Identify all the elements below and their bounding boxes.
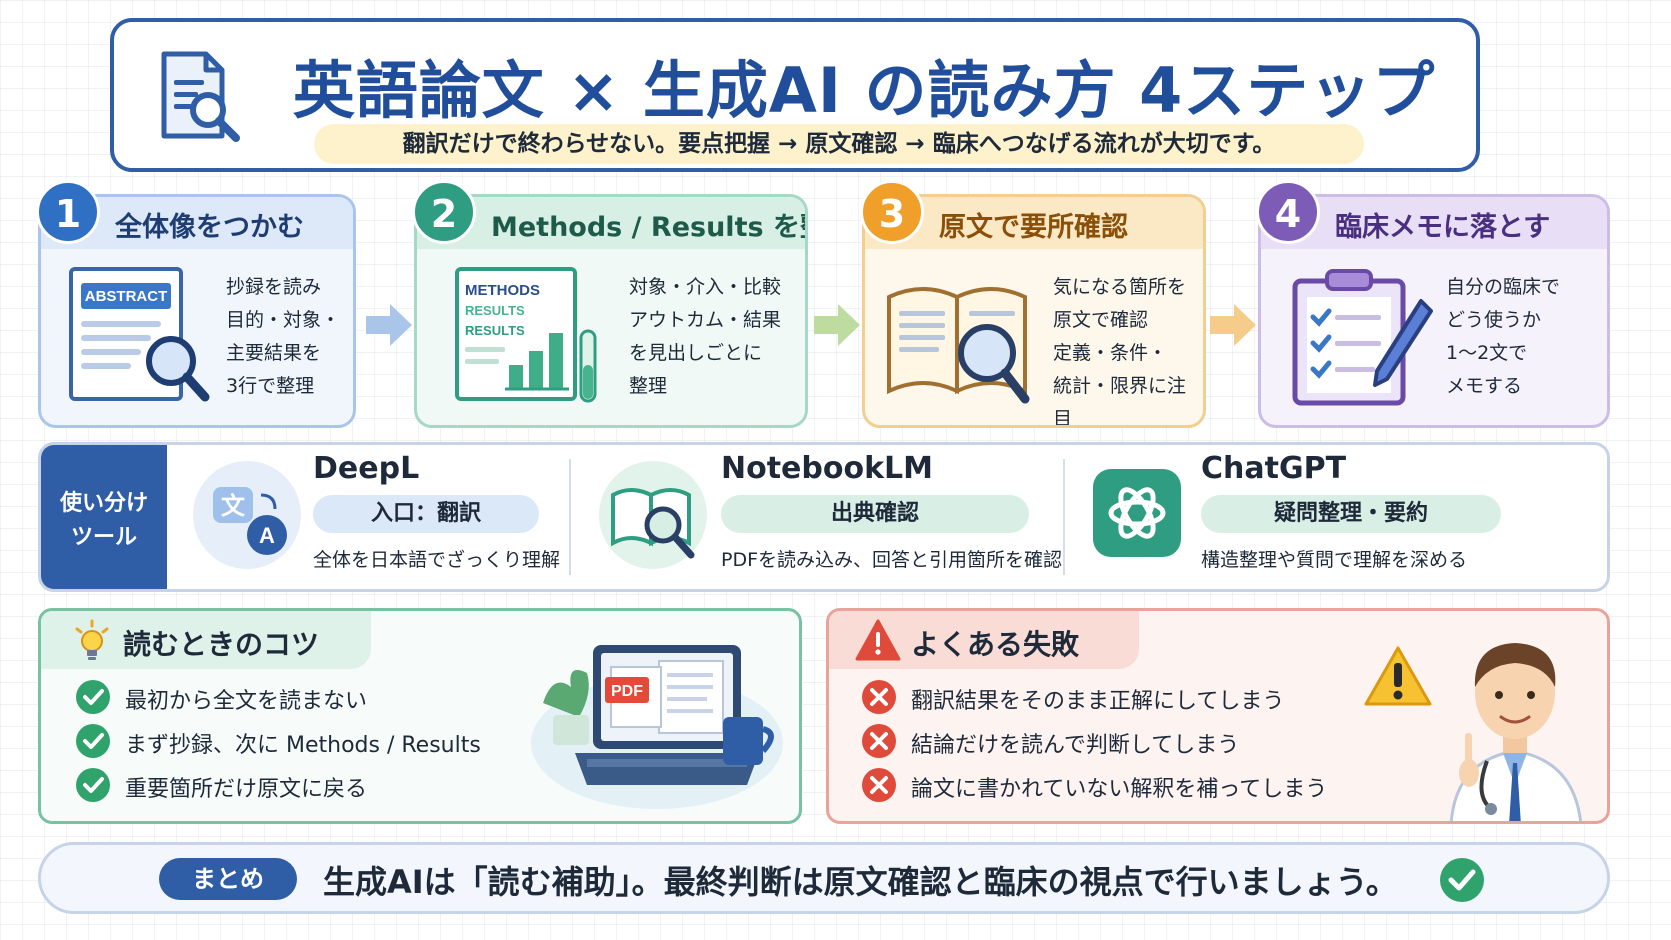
clipboard-pen-icon [1292,269,1433,406]
arrow-right-icon [1210,304,1256,346]
x-circle-icon [862,768,896,802]
mistakes-title: よくある失敗 [911,628,1080,661]
tool-role-chatgpt: 疑問整理・要約 [1201,495,1501,533]
step-card-3: 原文で要所確認 気になる箇所を 原文で確認 定義・条件・ 統計・限界に注目 [862,194,1206,428]
methods-results-chart-icon: METHODS RESULTS RESULTS [455,267,597,403]
step-number-2: 2 [412,180,476,244]
x-circle-icon [862,680,896,714]
page-title: 英語論文 × 生成AI の読み方 4ステップ [292,54,1436,127]
step-number-1: 1 [36,180,100,244]
step-title: 原文で要所確認 [939,212,1128,243]
tool-name-chatgpt: ChatGPT [1201,451,1347,486]
check-circle-icon [1440,858,1484,902]
translate-icon: 文 A [193,461,301,569]
tips-title: 読むときのコツ [123,628,320,661]
lightbulb-icon [75,619,109,660]
step-card-1: 全体像をつかむ ABSTRACT 抄録を読み 目的・対象・ 主要結果を 3行で整… [38,194,356,428]
caution-sign-icon [1364,646,1432,706]
step-description: 対象・介入・比較 アウトカム・結果 を見出しごとに 整理 [629,276,782,397]
tool-desc-notebooklm: PDFを読み込み、回答と引用箇所を確認 [721,549,1063,571]
open-book-magnifier-icon [887,287,1030,404]
methods-label: METHODS [465,282,540,299]
step-number-4: 4 [1256,180,1320,244]
step-description: 気になる箇所を 原文で確認 定義・条件・ 統計・限界に注目 [1053,276,1187,428]
tool-role-notebooklm: 出典確認 [721,495,1029,533]
summary-bar: まとめ 生成AIは「読む補助」。最終判断は原文確認と臨床の視点で行いましょう。 [38,842,1610,914]
document-search-icon [161,51,240,142]
step-card-4: 臨床メモに落とす 自分の臨床で どう使うか 1〜2文で メモする [1258,194,1610,428]
step-title: 全体像をつかむ [115,212,304,243]
results-label-1: RESULTS [465,303,525,318]
step-title: 臨床メモに落とす [1335,212,1551,243]
step-description: 自分の臨床で どう使うか 1〜2文で メモする [1446,276,1561,397]
arrow-right-icon [814,304,860,346]
title-banner: 英語論文 × 生成AI の読み方 4ステップ 翻訳だけで終わらせない。要点把握 … [110,18,1480,172]
tools-panel: 使い分け ツール 文 A DeepL 入口：翻訳 全体を日本語でざっくり理解 N… [38,442,1610,592]
tool-role-deepl: 入口：翻訳 [313,495,539,533]
warning-icon [855,619,901,661]
tool-desc-chatgpt: 構造整理や質問で理解を深める [1201,549,1468,571]
laptop-pdf-icon: PDF [531,645,783,809]
x-circle-icon [862,724,896,758]
results-label-2: RESULTS [465,323,525,338]
book-magnifier-icon [599,461,707,569]
page-subtitle: 翻訳だけで終わらせない。要点把握 → 原文確認 → 臨床へつなげる流れが大切です… [314,124,1364,164]
step-description: 抄録を読み 目的・対象・ 主要結果を 3行で整理 [226,276,341,397]
tool-name-notebooklm: NotebookLM [721,451,934,486]
pdf-label: PDF [611,683,643,700]
step-number-3: 3 [860,180,924,244]
tips-panel: 読むときのコツ 最初から全文を読まない まず抄録、次に Methods / Re… [38,608,802,824]
doctor-avatar [1449,643,1582,821]
tool-name-deepl: DeepL [313,451,420,486]
translate-source-glyph: 文 [221,492,246,520]
step-card-2: Methods / Results を整理 METHODS RESULTS RE… [414,194,808,428]
arrow-right-icon [366,304,412,346]
tools-label: 使い分け ツール [41,445,167,589]
chatgpt-logo-icon [1093,469,1181,557]
translate-target-glyph: A [259,523,275,548]
summary-text: 生成AIは「読む補助」。最終判断は原文確認と臨床の視点で行いましょう。 [323,863,1398,901]
check-circle-icon [76,724,110,758]
check-circle-icon [76,768,110,802]
tool-desc-deepl: 全体を日本語でざっくり理解 [313,549,561,571]
summary-label: まとめ [159,858,297,900]
abstract-magnifier-icon: ABSTRACT [69,267,210,402]
check-circle-icon [76,680,110,714]
step-title: Methods / Results を整理 [491,212,805,243]
abstract-label: ABSTRACT [85,288,168,305]
common-mistakes-panel: よくある失敗 翻訳結果をそのまま正解にしてしまう 結論だけを読んで判断してしまう… [826,608,1610,824]
